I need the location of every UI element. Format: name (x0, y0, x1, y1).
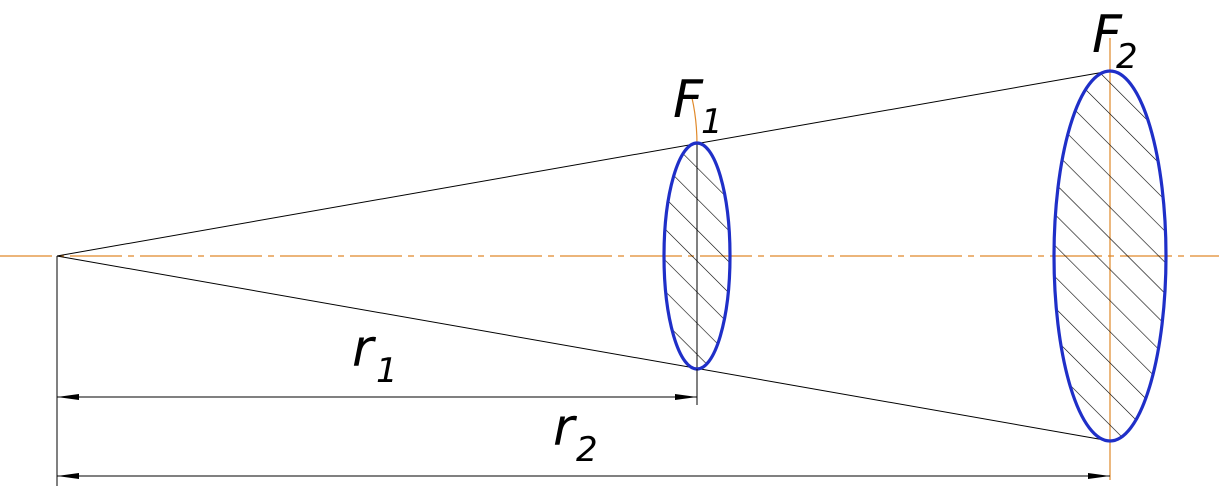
label-r1-main: r (352, 319, 377, 379)
label-f2-sub: 2 (1116, 37, 1138, 77)
dimension-r1 (57, 394, 697, 400)
label-f1-sub: 1 (701, 102, 723, 142)
label-r2-main: r (553, 398, 578, 458)
label-r2: r 2 (553, 398, 598, 470)
label-f2-main: F (1092, 5, 1123, 65)
f1-vertical-axis (691, 97, 698, 146)
label-f1: F 1 (673, 70, 723, 142)
cone-upper-edge (56, 70, 1111, 257)
section-f1 (662, 141, 732, 371)
label-f1-main: F (673, 70, 704, 130)
label-r2-sub: 2 (576, 430, 598, 470)
label-r1-sub: 1 (376, 351, 398, 391)
cone-lower-edge (56, 255, 1111, 442)
dimension-r2 (57, 473, 1110, 479)
label-f2: F 2 (1092, 5, 1138, 77)
label-r1: r 1 (352, 319, 398, 391)
section-f2 (1052, 69, 1168, 443)
